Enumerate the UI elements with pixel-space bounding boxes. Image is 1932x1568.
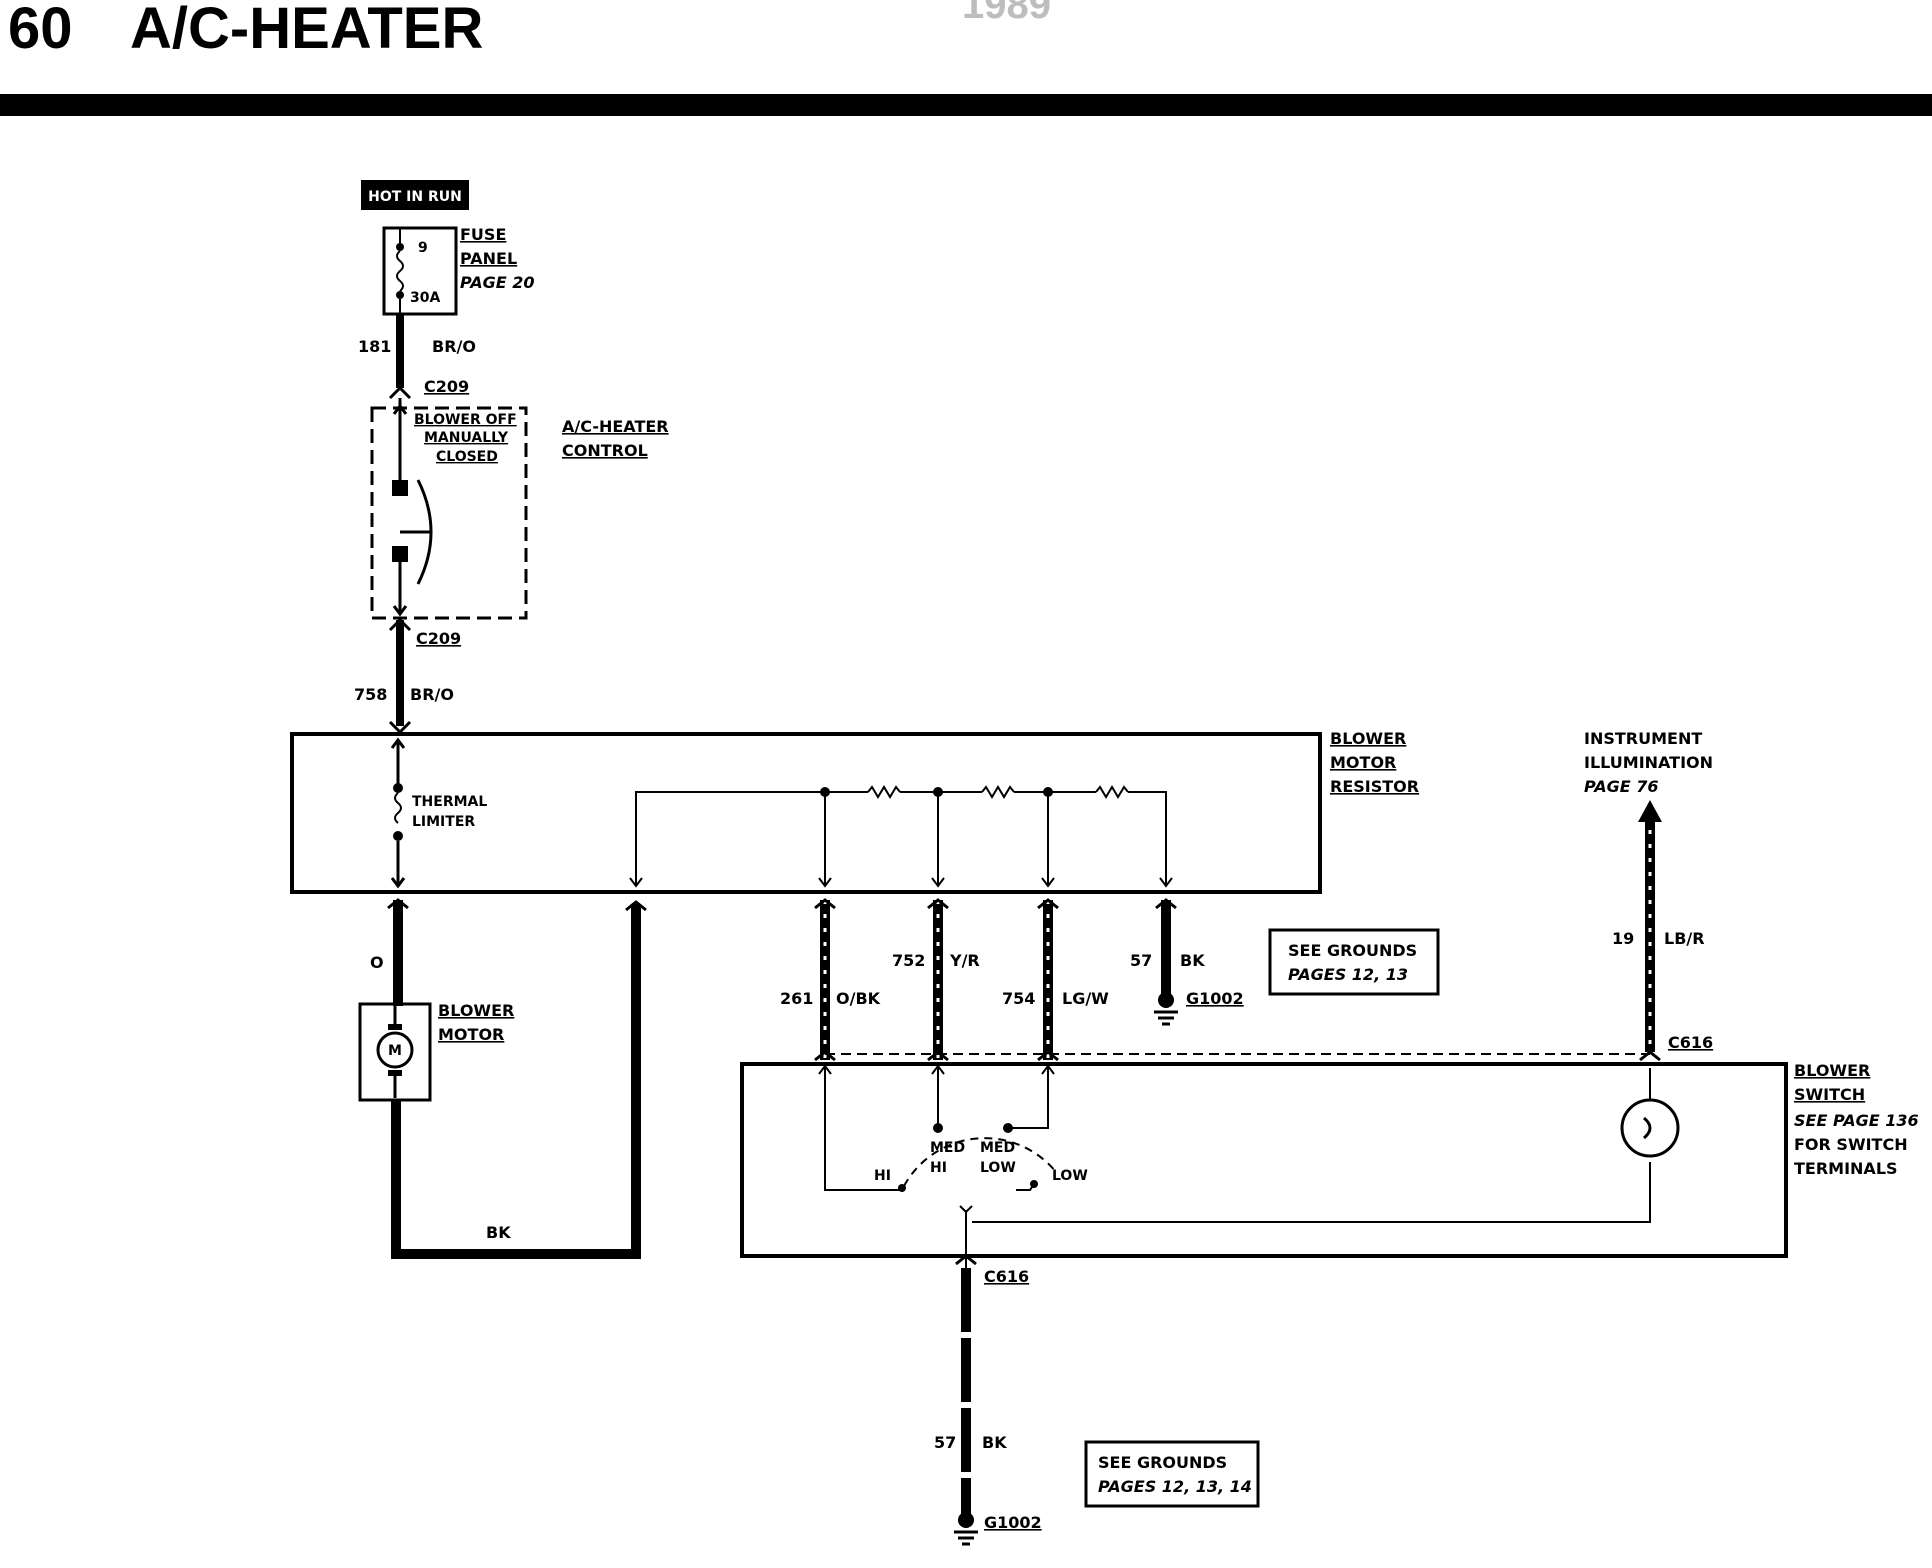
ac-heater-control-box xyxy=(370,406,528,620)
blower-off-switch-icon xyxy=(392,398,433,617)
thermal-limiter-label-2: LIMITER xyxy=(412,814,475,830)
year-watermark: 1989 xyxy=(962,0,1051,27)
switch-feed-wires xyxy=(814,898,1177,1062)
blower-switch-label-1: BLOWER xyxy=(1794,1061,1870,1080)
illumination-ref: PAGE 76 xyxy=(1584,777,1659,796)
wire-754-color: LG/W xyxy=(1062,989,1109,1008)
ac-heater-control-label-2: CONTROL xyxy=(562,441,648,460)
motor-symbol: M xyxy=(388,1043,402,1059)
switch-pos-hi: HI xyxy=(874,1168,891,1184)
fuse-panel-ref: PAGE 20 xyxy=(460,273,535,292)
wire-261-color: O/BK xyxy=(836,989,881,1008)
wire-181-circuit: 181 xyxy=(358,337,391,356)
wire-181-color: BR/O xyxy=(432,337,476,356)
blower-switch-note-1: FOR SWITCH xyxy=(1794,1135,1908,1154)
switch-note-3: CLOSED xyxy=(436,449,498,465)
switch-pos-med-low-1: MED xyxy=(980,1140,1015,1156)
connector-c616-bottom: C616 xyxy=(984,1267,1029,1286)
resistor-label-2: MOTOR xyxy=(1330,753,1396,772)
wire-752-color: Y/R xyxy=(949,951,980,970)
wire-57-bottom-color: BK xyxy=(982,1433,1007,1452)
hot-in-run-badge xyxy=(361,180,469,210)
see-grounds-1-line1: SEE GROUNDS xyxy=(1288,941,1417,960)
switch-pos-low: LOW xyxy=(1052,1168,1088,1184)
thermal-limiter-icon xyxy=(390,737,406,889)
ground-g1002-bottom: G1002 xyxy=(984,1513,1042,1532)
ground-g1002-bottom-icon xyxy=(954,1512,978,1546)
illumination-label-2: ILLUMINATION xyxy=(1584,753,1713,772)
c616-bottom-arrow xyxy=(955,1254,977,1266)
switch-pos-med-hi-1: MED xyxy=(930,1140,965,1156)
blower-switch-internals xyxy=(818,1064,1680,1272)
connector-c209-bottom-symbol xyxy=(388,617,412,632)
bk-return-arrow xyxy=(625,900,647,912)
page-number: 60 xyxy=(8,0,73,61)
illumination-label-1: INSTRUMENT xyxy=(1584,729,1702,748)
connector-c616-top: C616 xyxy=(1668,1033,1713,1052)
thermal-limiter-label-1: THERMAL xyxy=(412,794,487,810)
ground-g1002-top-icon xyxy=(1154,992,1178,1026)
wire-19-arrow xyxy=(1639,1050,1661,1062)
fuse-panel-label-2: PANEL xyxy=(460,249,517,268)
fuse-box xyxy=(382,226,458,316)
wire-752-circuit: 752 xyxy=(892,951,925,970)
fuse-number: 9 xyxy=(418,240,428,256)
see-grounds-box-1 xyxy=(1268,928,1440,996)
wire-57-top-circuit: 57 xyxy=(1130,951,1152,970)
see-grounds-box-2 xyxy=(1084,1440,1260,1508)
wire-261-circuit: 261 xyxy=(780,989,813,1008)
switch-pos-med-hi-2: HI xyxy=(930,1160,947,1176)
resistor-network xyxy=(629,785,1173,888)
resistor-label-1: BLOWER xyxy=(1330,729,1406,748)
blower-switch-note-2: TERMINALS xyxy=(1794,1159,1898,1178)
wire-57-top-color: BK xyxy=(1180,951,1205,970)
connector-c209-top-symbol xyxy=(388,385,412,400)
ac-heater-control-label-1: A/C-HEATER xyxy=(562,417,669,436)
connector-c209-bottom: C209 xyxy=(416,629,461,648)
wire-bk-return-color: BK xyxy=(486,1223,511,1242)
see-grounds-1-line2: PAGES 12, 13 xyxy=(1288,965,1408,984)
blower-switch-label-2: SWITCH xyxy=(1794,1085,1865,1104)
ground-g1002-top: G1002 xyxy=(1186,989,1244,1008)
blower-switch-box xyxy=(740,1062,1788,1258)
hot-in-run-label: HOT IN RUN xyxy=(368,189,462,205)
blower-motor-label-1: BLOWER xyxy=(438,1001,514,1020)
blower-motor-resistor-box xyxy=(290,732,1322,894)
page-title: A/C-HEATER xyxy=(130,0,483,61)
fuse-rating: 30A xyxy=(410,290,440,306)
wire-19-color: LB/R xyxy=(1664,929,1705,948)
switch-note-2: MANUALLY xyxy=(424,430,509,446)
header-rule xyxy=(0,94,1932,116)
resistor-label-3: RESISTOR xyxy=(1330,777,1419,796)
see-grounds-2-line2: PAGES 12, 13, 14 xyxy=(1098,1477,1252,1496)
fuse-icon xyxy=(396,228,404,314)
wire-19-circuit: 19 xyxy=(1612,929,1634,948)
switch-note-1: BLOWER OFF xyxy=(414,412,517,428)
wire-motor-feed-circuit: O xyxy=(370,953,384,972)
wire-758-circuit: 758 xyxy=(354,685,387,704)
illumination-arrow-icon xyxy=(1638,800,1662,822)
blower-motor-label-2: MOTOR xyxy=(438,1025,504,1044)
blower-switch-see: SEE PAGE 136 xyxy=(1794,1111,1919,1130)
motor-icon xyxy=(376,1006,414,1098)
motor-feed-arrow xyxy=(387,898,409,910)
see-grounds-2-line1: SEE GROUNDS xyxy=(1098,1453,1227,1472)
switch-pos-med-low-2: LOW xyxy=(980,1160,1016,1176)
wire-bk-return xyxy=(391,904,641,1259)
wire-754-circuit: 754 xyxy=(1002,989,1035,1008)
fuse-panel-label-1: FUSE xyxy=(460,225,506,244)
connector-c209-top: C209 xyxy=(424,377,469,396)
wire-57-bottom-circuit: 57 xyxy=(934,1433,956,1452)
wire-758-color: BR/O xyxy=(410,685,454,704)
